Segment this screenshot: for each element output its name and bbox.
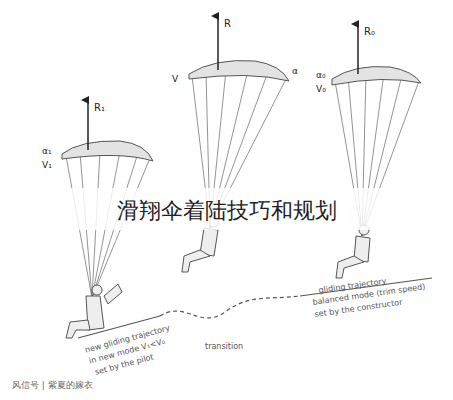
- force-label: R: [224, 18, 231, 30]
- speed-label: V₀: [316, 84, 326, 94]
- force-label: R₁: [94, 102, 105, 114]
- title-overlay: 滑翔伞着陆技巧和规划: [0, 196, 453, 226]
- angle-label: α₁: [42, 146, 52, 156]
- angle-label: α₀: [316, 70, 326, 80]
- watermark: 风信号 | 紫夏的嫁衣: [12, 380, 93, 390]
- speed-label: V₁: [42, 160, 52, 170]
- force-label: R₀: [364, 26, 375, 38]
- speed-label: V: [172, 74, 178, 84]
- transition-label: transition: [205, 342, 243, 351]
- angle-label: α: [292, 66, 298, 76]
